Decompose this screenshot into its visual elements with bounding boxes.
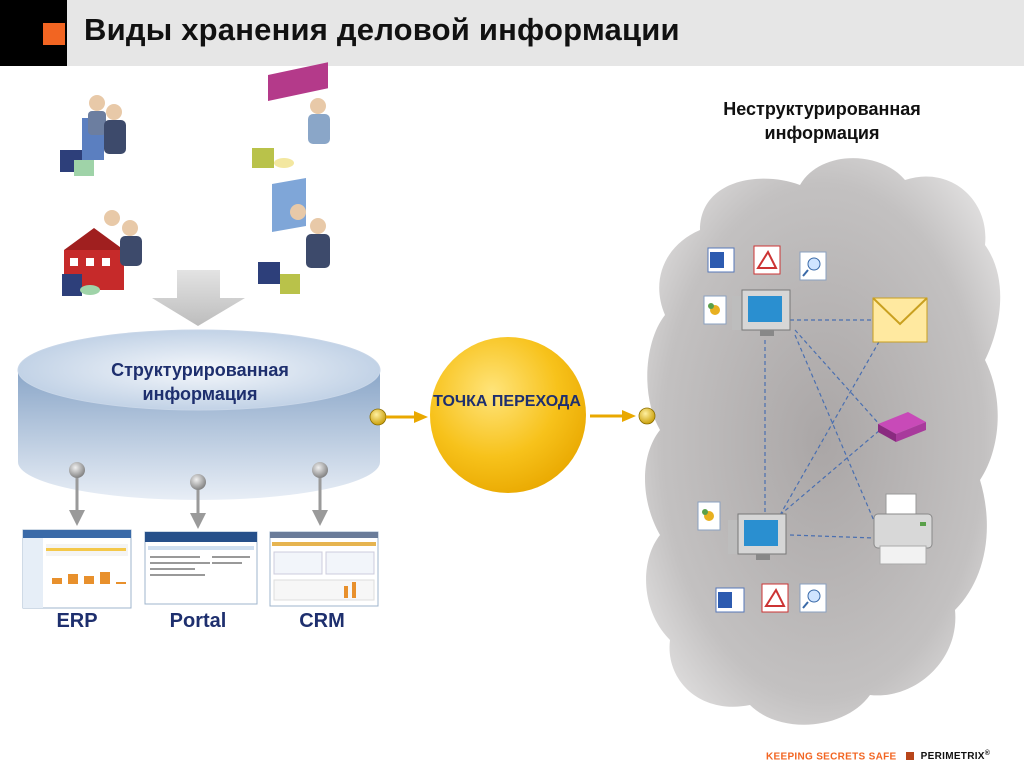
page-title: Виды хранения деловой информации: [84, 12, 680, 47]
down-arrow-icon: [152, 270, 245, 326]
header-bar: Виды хранения деловой информации: [0, 0, 1024, 66]
channel-partner-icon: [258, 178, 330, 294]
search-doc-icon: [799, 583, 827, 613]
footer-slogan: KEEPING SECRETS SAFE: [766, 751, 897, 763]
bug-doc-icon: [697, 501, 721, 531]
footer-brand-mark: ®: [984, 750, 991, 757]
printer-icon: [873, 493, 933, 565]
transition-point: [430, 337, 586, 493]
user-manufacturer-icon: [252, 62, 330, 168]
transition-point-label: ТОЧКА ПЕРЕХОДА: [433, 393, 581, 410]
app-label-portal: Portal: [169, 610, 227, 632]
computer-icon: [732, 289, 791, 336]
unstructured-info-title: Неструктурированная информация: [723, 99, 921, 143]
bug-doc-icon: [703, 295, 727, 325]
computer-icon: [728, 513, 787, 560]
user-group-server-icon: [60, 95, 126, 176]
perimetrix-logo-icon: [905, 752, 914, 761]
word-doc-icon: [715, 587, 745, 613]
crm-screenshot: [269, 531, 379, 607]
structured-info-title: Структурированная информация: [111, 360, 289, 404]
point-to-cloud-arrow: [590, 407, 656, 425]
search-doc-icon: [799, 251, 827, 281]
db-to-apps-arrows: [69, 462, 328, 529]
app-label-erp: ERP: [56, 610, 98, 632]
erp-screenshot: [22, 529, 132, 609]
pdf-doc-icon: [761, 583, 789, 613]
usb-drive-icon: [878, 412, 926, 442]
header-accent-square: [43, 23, 65, 45]
word-doc-icon: [707, 247, 735, 273]
footer-brand: PERIMETRIX: [920, 751, 985, 763]
supplier-building-icon: [62, 210, 142, 296]
pdf-doc-icon: [753, 245, 781, 275]
app-label-crm: CRM: [299, 610, 345, 632]
email-icon: [872, 297, 928, 343]
footer: KEEPING SECRETS SAFE PERIMETRIX®: [766, 750, 990, 762]
portal-screenshot: [144, 531, 258, 605]
structured-database: [17, 329, 381, 500]
network-links: [764, 319, 881, 539]
db-to-point-arrow: [369, 408, 428, 426]
